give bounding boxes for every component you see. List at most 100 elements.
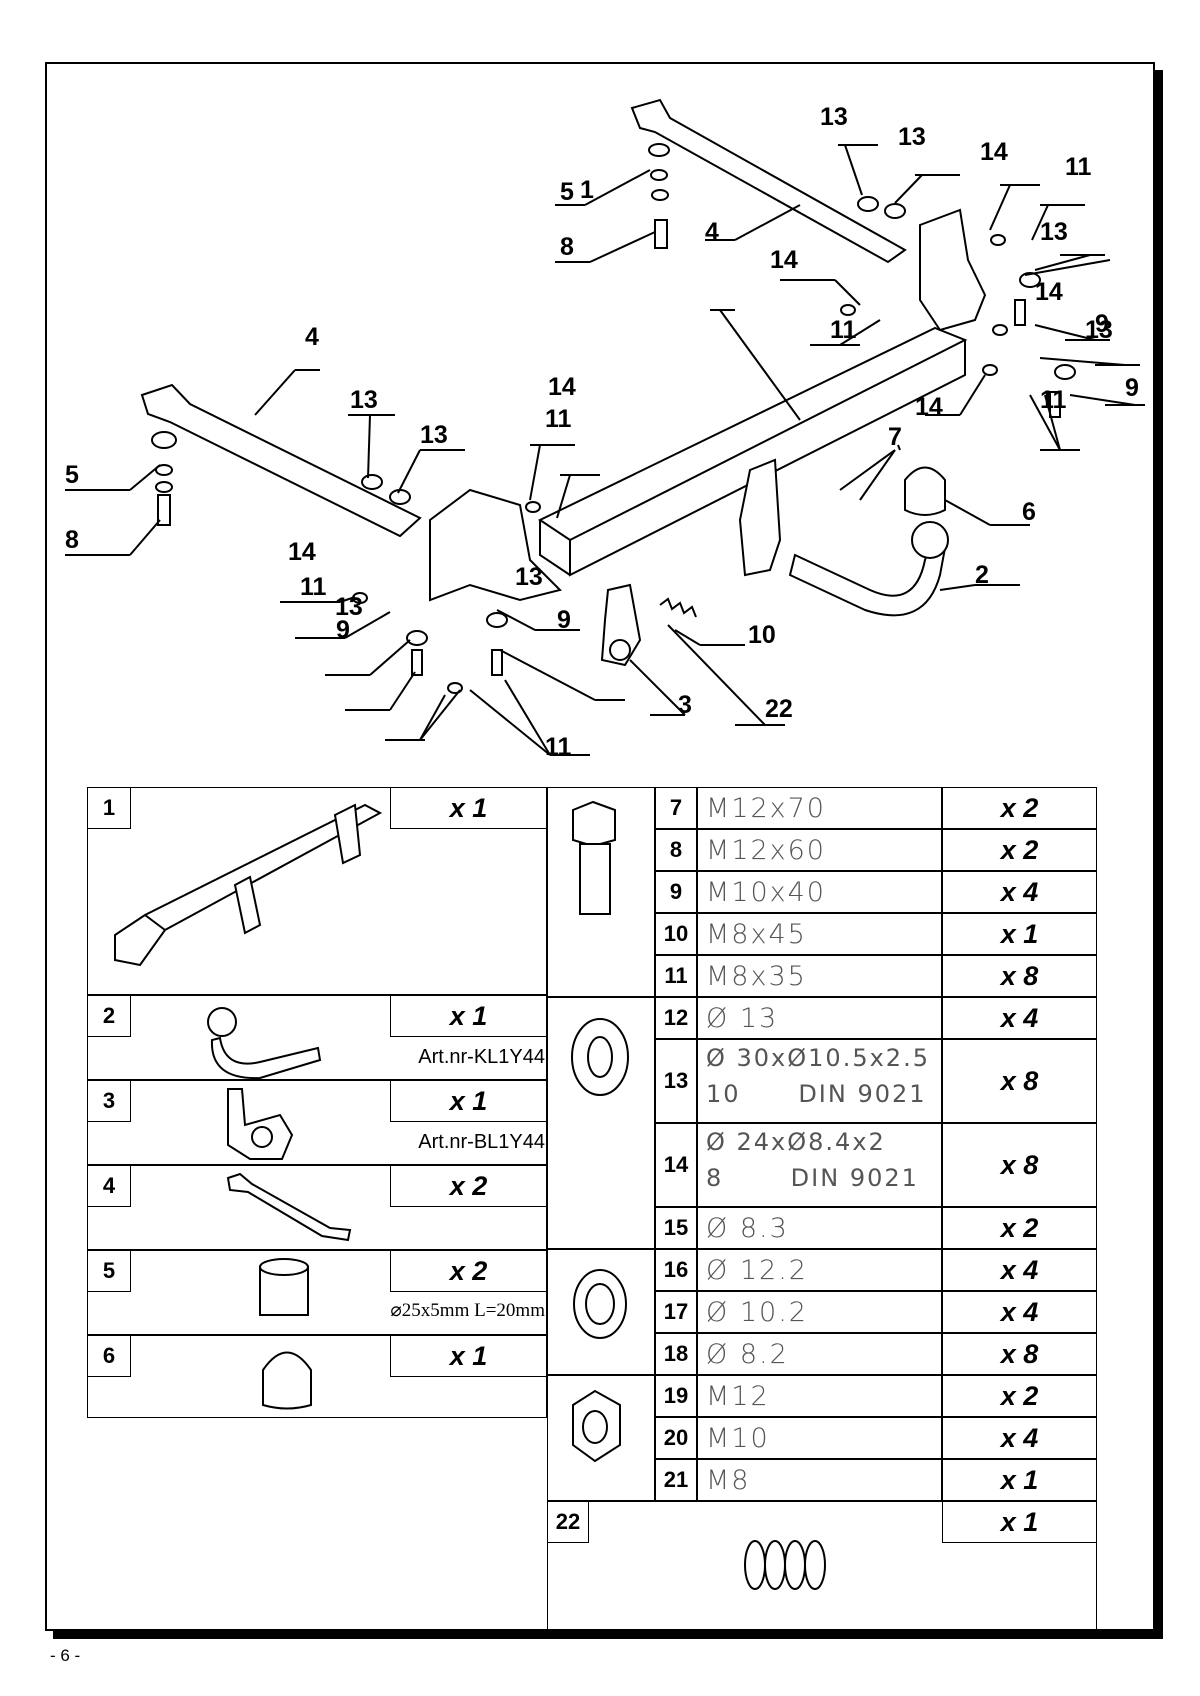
callout-7: 7 — [888, 423, 902, 451]
part-4-bracket-icon — [226, 1172, 352, 1242]
part-spec-10: M8x45 — [697, 913, 942, 955]
part-qty-7: x 2 — [942, 787, 1097, 829]
part-qty-14: x 8 — [942, 1123, 1097, 1207]
part-2-tow-ball-icon — [207, 1007, 322, 1080]
bolt-icon — [572, 800, 616, 915]
part-qty-8: x 2 — [942, 829, 1097, 871]
part-qty-10: x 1 — [942, 913, 1097, 955]
part-spec-line2-13: 10 DIN 9021 — [706, 1080, 927, 1108]
part-qty-11: x 8 — [942, 955, 1097, 997]
callout-9: 9 — [336, 616, 350, 644]
callout-11: 11 — [1040, 386, 1067, 414]
part-spec-17: Ø 10.2 — [697, 1291, 942, 1333]
part-number-16: 16 — [655, 1249, 697, 1291]
callout-14: 14 — [288, 538, 316, 566]
part-number-6: 6 — [87, 1335, 131, 1377]
part-3-socket-plate-icon — [227, 1088, 294, 1160]
part-number-8: 8 — [655, 829, 697, 871]
callout-11: 11 — [830, 316, 857, 344]
part-number-18: 18 — [655, 1333, 697, 1375]
part-number-14: 14 — [655, 1123, 697, 1207]
callout-22: 22 — [765, 695, 793, 723]
callout-13: 13 — [1085, 316, 1113, 344]
part-5-spacer-icon — [259, 1258, 309, 1316]
part-number-9: 9 — [655, 871, 697, 913]
part-spec-7: M12x70 — [697, 787, 942, 829]
callout-9: 9 — [557, 606, 571, 634]
part-spec-16: Ø 12.2 — [697, 1249, 942, 1291]
callout-4: 4 — [705, 218, 719, 246]
part-number-7: 7 — [655, 787, 697, 829]
article-number-2: Art.nr-KL1Y44 — [418, 1046, 545, 1068]
callout-5: 5 — [560, 178, 574, 206]
spring — [659, 597, 697, 618]
part-spec-line1-14: Ø 24xØ8.4x2 — [706, 1128, 886, 1156]
part-qty-22: x 1 — [942, 1501, 1097, 1543]
callout-13: 13 — [1040, 218, 1068, 246]
dimension-label-5: ⌀25x5mm L=20mm — [390, 1300, 545, 1321]
part-number-12: 12 — [655, 997, 697, 1039]
callout-2: 2 — [975, 561, 989, 589]
callout-13: 13 — [350, 386, 378, 414]
part-spec-20: M10 — [697, 1417, 942, 1459]
callout-1: 1 — [580, 176, 594, 204]
part-spec-line1-13: Ø 30xØ10.5x2.5 — [706, 1044, 930, 1072]
middle-bracket — [738, 458, 782, 577]
part-number-3: 3 — [87, 1080, 131, 1122]
part-22-spring-icon — [744, 1540, 826, 1590]
part-qty-16: x 4 — [942, 1249, 1097, 1291]
callout-3: 3 — [678, 691, 692, 719]
part-qty-1: x 1 — [390, 787, 547, 829]
callout-13: 13 — [335, 593, 363, 621]
part-number-21: 21 — [655, 1459, 697, 1501]
page-number: - 6 - — [50, 1646, 81, 1665]
spring-washer-icon — [573, 1269, 627, 1339]
part-spec-13: Ø 30xØ10.5x2.5 10 DIN 9021 — [697, 1039, 942, 1123]
part-number-20: 20 — [655, 1417, 697, 1459]
nut-icon — [572, 1389, 621, 1463]
callout-11: 11 — [1065, 153, 1092, 181]
lower-bracket — [140, 383, 422, 538]
part-spec-19: M12 — [697, 1375, 942, 1417]
part-spec-8: M12x60 — [697, 829, 942, 871]
callout-14: 14 — [548, 373, 576, 401]
part-qty-12: x 4 — [942, 997, 1097, 1039]
part-qty-18: x 8 — [942, 1333, 1097, 1375]
part-spec-line2-14: 8 DIN 9021 — [706, 1164, 919, 1192]
part-spec-21: M8 — [697, 1459, 942, 1501]
part-number-2: 2 — [87, 995, 131, 1037]
part-number-15: 15 — [655, 1207, 697, 1249]
socket-plate — [600, 583, 642, 667]
callout-11: 11 — [545, 405, 572, 433]
part-qty-3: x 1 — [390, 1080, 547, 1122]
callout-5: 5 — [65, 461, 79, 489]
callout-14: 14 — [980, 138, 1008, 166]
part-number-13: 13 — [655, 1039, 697, 1123]
part-qty-13: x 8 — [942, 1039, 1097, 1123]
part-number-1: 1 — [87, 787, 131, 829]
upper-bracket — [630, 98, 907, 264]
part-qty-6: x 1 — [390, 1335, 547, 1377]
left-side-plate — [429, 488, 562, 602]
part-6-ball-cover-icon — [262, 1351, 312, 1410]
part-spec-15: Ø 8.3 — [697, 1207, 942, 1249]
part-qty-20: x 4 — [942, 1417, 1097, 1459]
tow-ball-neck — [788, 543, 947, 617]
part-qty-17: x 4 — [942, 1291, 1097, 1333]
callout-6: 6 — [1022, 498, 1036, 526]
part-spec-11: M8x35 — [697, 955, 942, 997]
part-number-10: 10 — [655, 913, 697, 955]
part-spec-12: Ø 13 — [697, 997, 942, 1039]
part-qty-4: x 2 — [390, 1165, 547, 1207]
part-spec-18: Ø 8.2 — [697, 1333, 942, 1375]
part-number-4: 4 — [87, 1165, 131, 1207]
part-number-11: 11 — [655, 955, 697, 997]
callout-14: 14 — [915, 393, 943, 421]
part-spec-9: M10x40 — [697, 871, 942, 913]
callout-13: 13 — [515, 563, 543, 591]
ball-cover — [904, 466, 946, 516]
right-side-plate — [919, 208, 987, 332]
part-number-5: 5 — [87, 1250, 131, 1292]
callout-8: 8 — [65, 526, 79, 554]
